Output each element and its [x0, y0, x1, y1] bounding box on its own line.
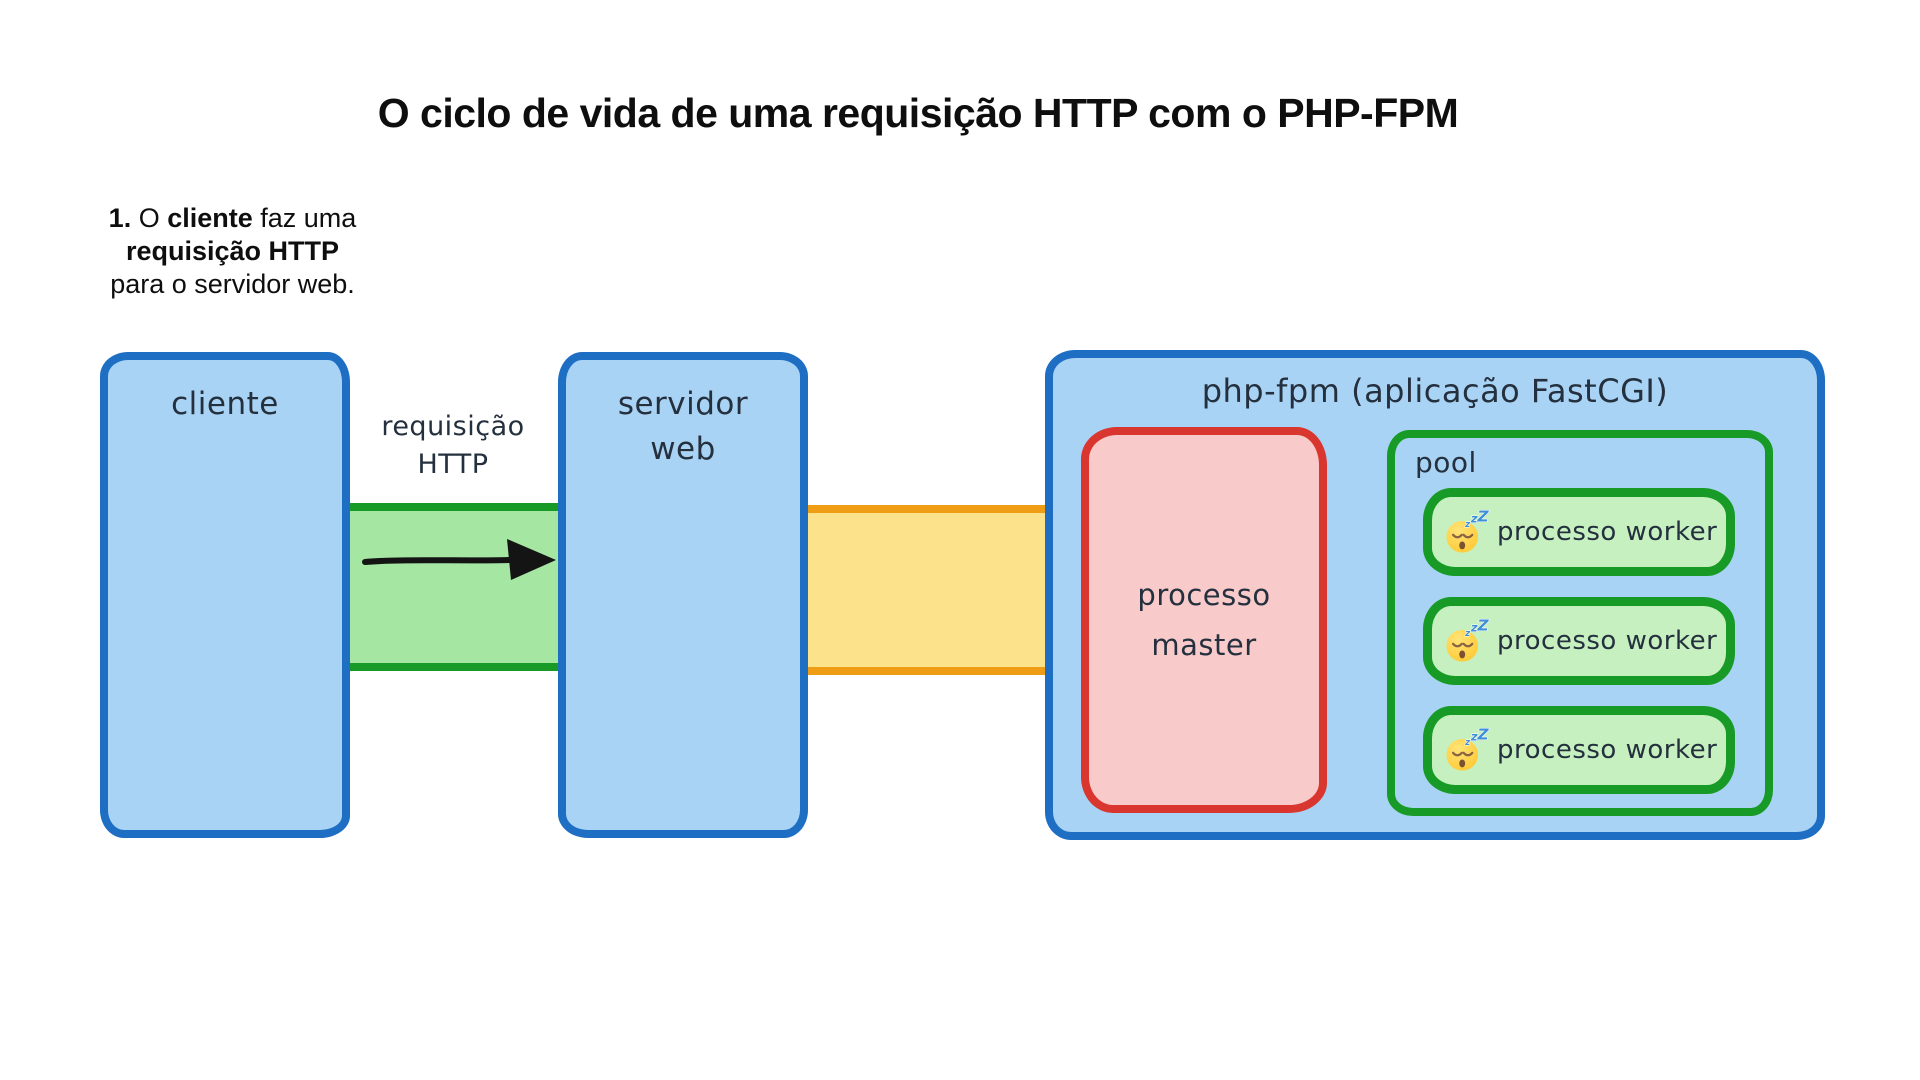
svg-text:z: z [1470, 511, 1478, 525]
master-process-label-line1: processo [1137, 578, 1271, 612]
worker-process-box: z z Z processo worker [1423, 706, 1735, 794]
step-note-line-1: 1. O cliente faz uma [55, 202, 410, 235]
step-number: 1. [108, 203, 132, 233]
phpfpm-label: php-fpm (aplicação FastCGI) [1201, 372, 1669, 410]
web-server-box: servidor web [558, 352, 808, 838]
worker-process-box: z z Z processo worker [1423, 597, 1735, 685]
master-process-box: processo master [1081, 427, 1327, 813]
pool-label: pool [1415, 446, 1477, 479]
sleeping-face-emoji: z z Z [1446, 509, 1490, 553]
http-request-label-line1: requisição [381, 411, 525, 442]
step-note-line-2: requisição HTTP [55, 235, 410, 268]
diagram-title: O ciclo de vida de uma requisição HTTP c… [377, 90, 1459, 136]
http-request-band [340, 503, 566, 671]
client-label: cliente [171, 386, 279, 422]
client-box: cliente [100, 352, 350, 838]
svg-text:z: z [1464, 738, 1471, 748]
svg-text:z: z [1464, 629, 1471, 639]
worker-process-label: processo worker [1497, 735, 1718, 765]
http-request-label: requisição HTTP [340, 408, 566, 484]
sleeping-face-emoji: z z Z [1446, 618, 1490, 662]
http-request-label-line2: HTTP [417, 449, 489, 480]
phpfpm-box: php-fpm (aplicação FastCGI) processo mas… [1045, 350, 1825, 840]
web-server-label: servidor web [566, 360, 800, 472]
sleeping-face-emoji: z z Z [1446, 727, 1490, 771]
svg-text:z: z [1470, 729, 1478, 743]
svg-text:z: z [1464, 520, 1471, 530]
step-note-line-3: para o servidor web. [55, 268, 410, 301]
step-text: O [131, 203, 168, 233]
worker-process-box: z z Z processo worker [1423, 488, 1735, 576]
step-bold-request: requisição HTTP [125, 236, 340, 266]
pool-box: pool z z Z processo worker [1387, 430, 1773, 816]
worker-process-label: processo worker [1497, 626, 1718, 656]
web-server-label-line1: servidor [617, 386, 749, 422]
svg-text:z: z [1470, 620, 1478, 634]
svg-text:Z: Z [1477, 727, 1490, 743]
step-1-note: 1. O cliente faz uma requisição HTTP par… [55, 202, 410, 301]
svg-text:Z: Z [1477, 509, 1490, 525]
web-server-label-line2: web [650, 431, 716, 467]
fastcgi-connection-band [800, 505, 1052, 675]
step-text: para o servidor web. [110, 269, 355, 299]
svg-text:Z: Z [1477, 618, 1490, 634]
master-process-label-line2: master [1151, 628, 1257, 662]
step-text: faz uma [252, 203, 357, 233]
request-arrow-icon [362, 539, 556, 580]
step-bold-client: cliente [167, 203, 253, 233]
worker-process-label: processo worker [1497, 517, 1718, 547]
